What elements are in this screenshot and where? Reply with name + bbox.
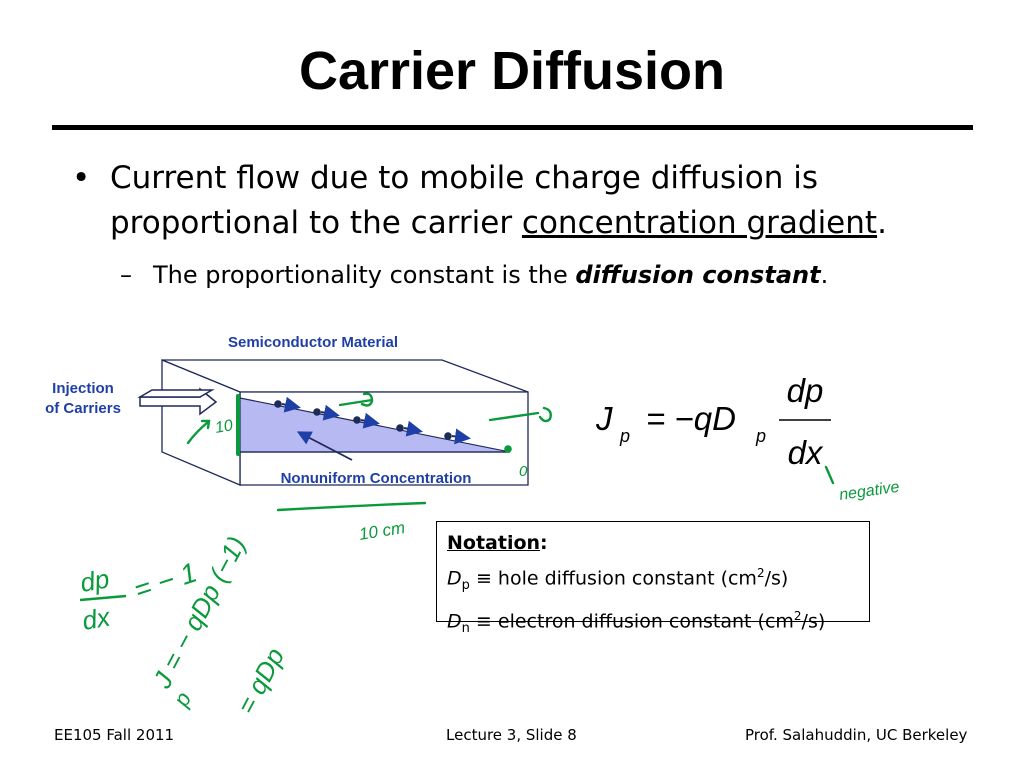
- eq-middle: = −qD: [646, 400, 736, 437]
- ink-dp: dp: [78, 563, 112, 598]
- bullet-dot: •: [72, 160, 91, 196]
- ink-ten: 10: [214, 417, 235, 437]
- injection-label-2: of Carriers: [45, 400, 121, 417]
- concentration-label: Nonuniform Concentration: [281, 470, 472, 487]
- notation-colon: :: [540, 532, 548, 554]
- notation-dp-symbol: D: [447, 567, 462, 590]
- notation-dp-end: /s): [764, 567, 789, 590]
- bullet-dash: –: [120, 261, 132, 289]
- ink-j-expr: J = − qDp (−1): [146, 531, 251, 693]
- notation-dn-line: Dn ≡ electron diffusion constant (cm2/s): [447, 601, 859, 644]
- eq-lhs-sub: p: [619, 426, 630, 446]
- notation-dn-end: /s): [801, 610, 826, 633]
- ink-j-sub: p: [168, 688, 196, 711]
- ink-zero: 0: [519, 463, 528, 480]
- bullet-2-bold-italic: diffusion constant: [575, 261, 821, 289]
- ink-derivation: dp dx = − 1 J = − qDp (−1) p = qDp: [78, 531, 290, 718]
- ink-j-result: = qDp: [231, 643, 290, 719]
- notation-dn-sub: n: [461, 621, 470, 637]
- notation-box: Notation: Dp ≡ hole diffusion constant (…: [436, 521, 870, 636]
- bullet-1-underlined: concentration gradient: [521, 205, 878, 241]
- slide-title: Carrier Diffusion: [298, 41, 726, 101]
- carrier-dots: [274, 396, 471, 445]
- notation-dp-sup: 2: [756, 566, 765, 580]
- bullet-1-main: Current flow due to mobile charge diffus…: [110, 160, 818, 241]
- ink-length: 10 cm: [358, 518, 407, 544]
- bullet-1-text: Current flow due to mobile charge diffus…: [110, 156, 970, 246]
- bullet-1-end: .: [877, 205, 887, 241]
- notation-dp-sub: p: [461, 578, 470, 594]
- notation-heading-text: Notation: [447, 532, 541, 554]
- eq-numerator: dp: [787, 372, 824, 409]
- diffusion-equation: J p = −qD p dp dx: [595, 372, 831, 471]
- notation-heading: Notation:: [447, 528, 859, 558]
- notation-dn-symbol: D: [447, 610, 462, 633]
- eq-rhs-sub: p: [755, 426, 766, 446]
- notation-dn-sup: 2: [793, 609, 802, 624]
- ink-dx: dx: [80, 601, 113, 635]
- wedge-pointer-arrow: [296, 431, 353, 461]
- bullet-2-text: The proportionality constant is the diff…: [153, 258, 828, 292]
- bullet-2-end: .: [820, 261, 829, 289]
- ink-frac-bar: [79, 594, 127, 602]
- injection-arrow-icon: [137, 387, 218, 416]
- notation-dp-text: ≡ hole diffusion constant (cm: [469, 567, 757, 590]
- footer-right: Prof. Salahuddin, UC Berkeley: [745, 726, 968, 744]
- bullet-2-main: The proportionality constant is the: [153, 261, 576, 289]
- eq-denominator: dx: [788, 434, 824, 471]
- ink-annotations-figure: [186, 392, 835, 512]
- ink-negative: negative: [838, 479, 900, 504]
- footer-left: EE105 Fall 2011: [54, 726, 175, 744]
- material-label: Semiconductor Material: [228, 334, 398, 351]
- injection-label-1: Injection: [52, 380, 114, 397]
- notation-dp-line: Dp ≡ hole diffusion constant (cm2/s): [447, 558, 859, 601]
- footer-center: Lecture 3, Slide 8: [446, 726, 577, 744]
- title-rule: [52, 125, 973, 130]
- notation-dn-text: ≡ electron diffusion constant (cm: [469, 610, 794, 633]
- eq-lhs: J: [595, 400, 613, 437]
